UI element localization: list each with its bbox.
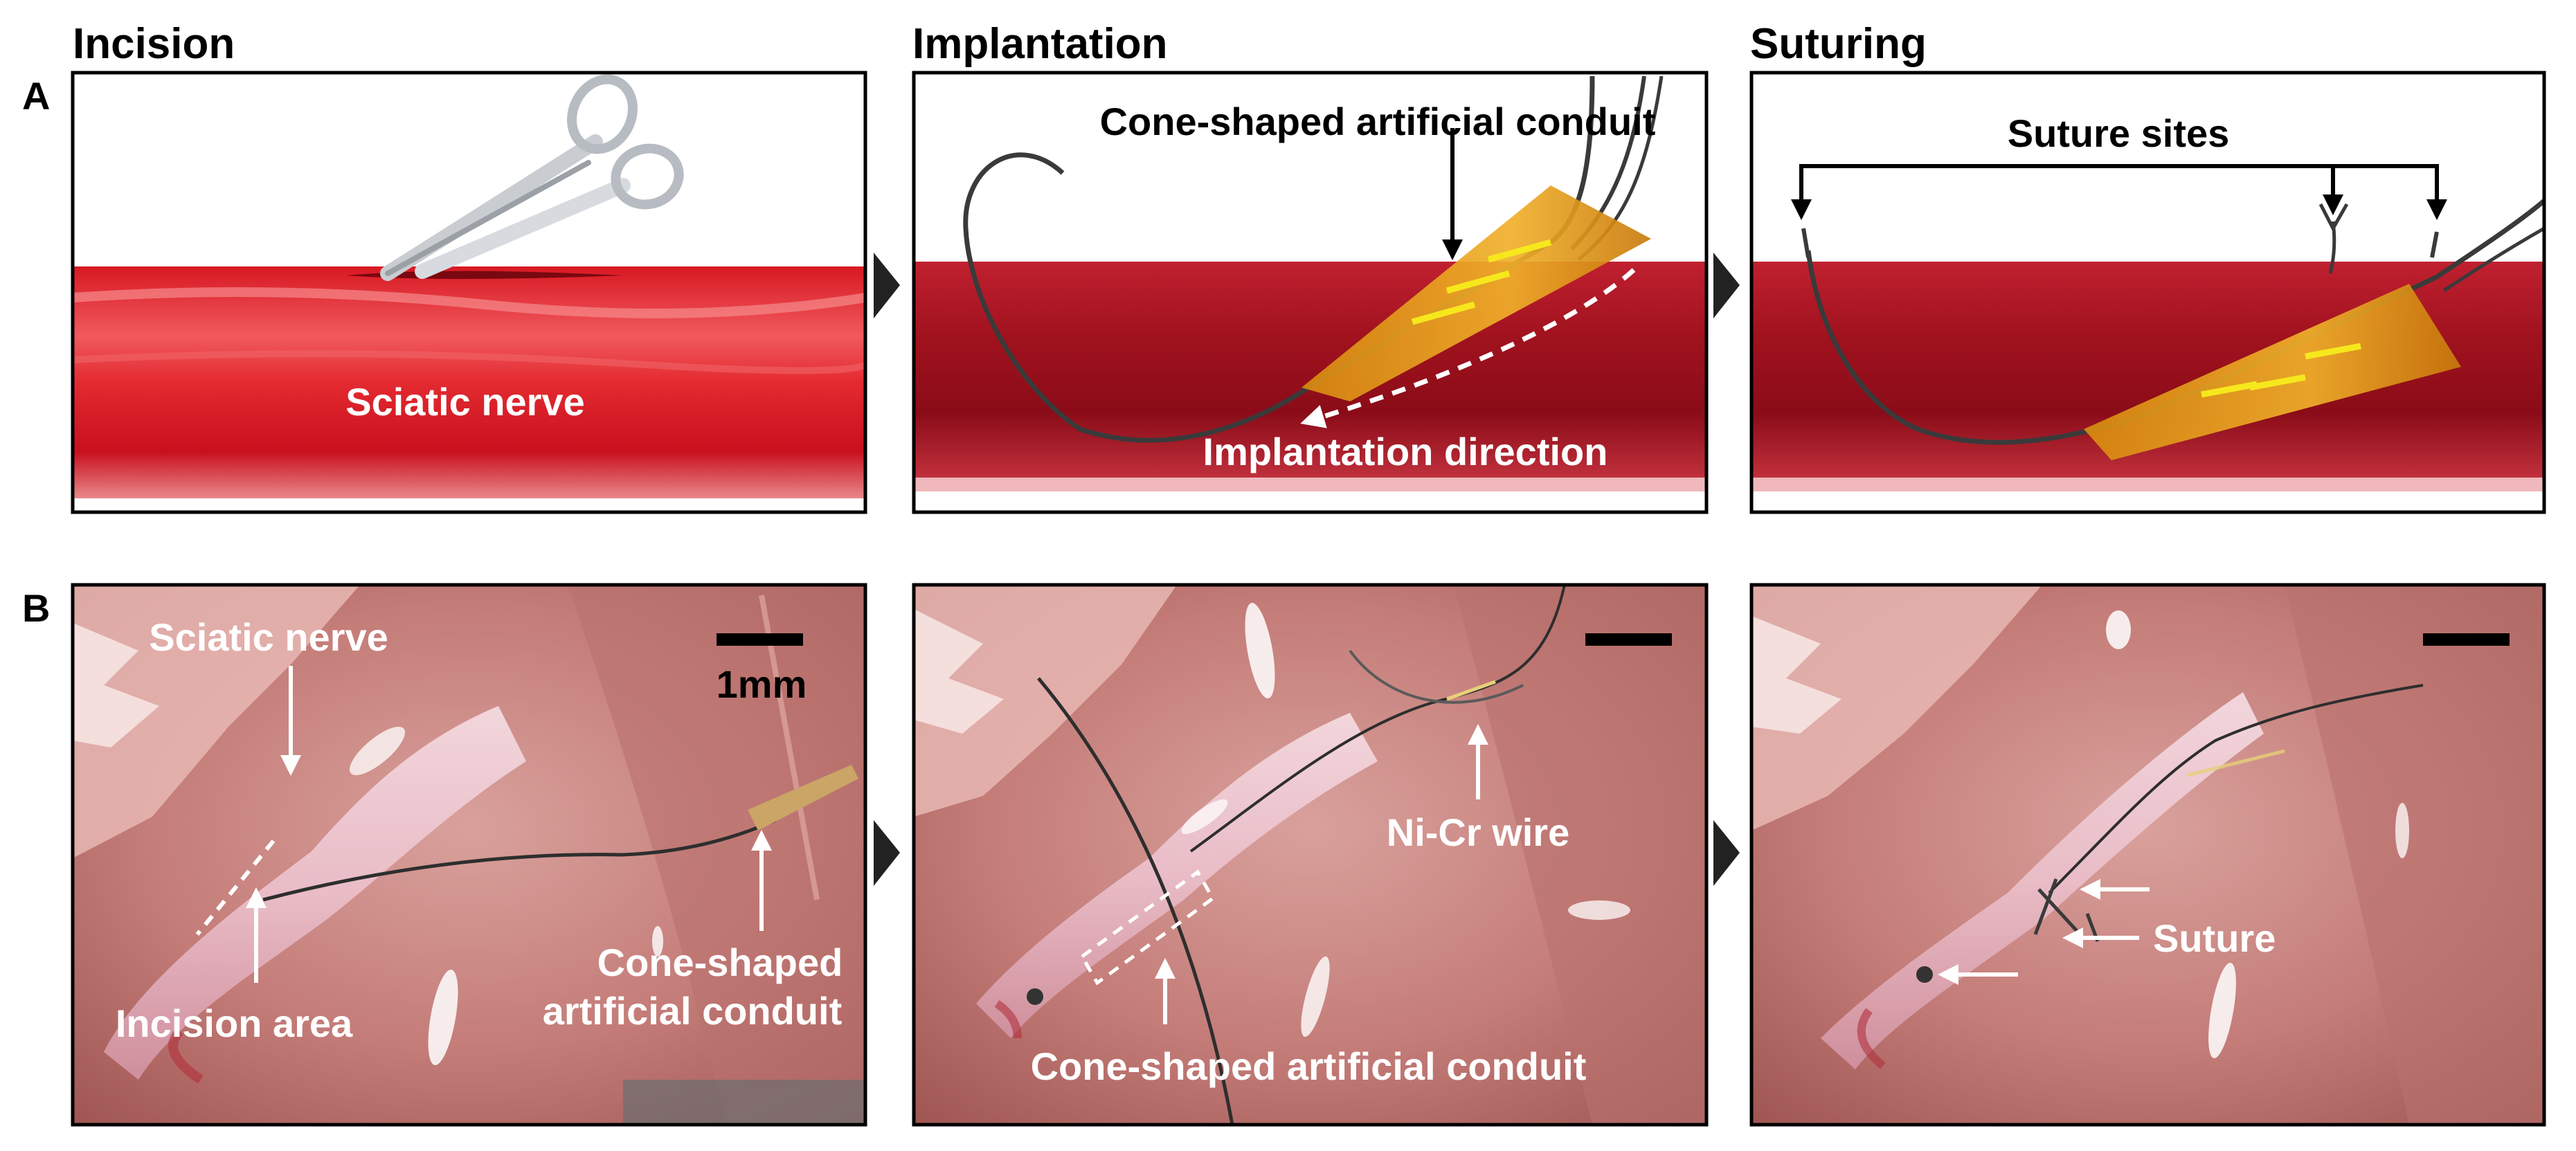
column-title-incision: Incision xyxy=(73,20,235,68)
panel-frame-a2 xyxy=(912,71,1709,514)
scale-bar xyxy=(1585,633,1672,646)
column-title-suturing: Suturing xyxy=(1750,20,1927,68)
scale-bar xyxy=(2423,633,2510,646)
nerve-photo xyxy=(976,713,1378,1038)
label-suture: Suture xyxy=(2153,916,2276,960)
photo-suturing: Suture xyxy=(1751,585,2544,1125)
row-label-b: B xyxy=(22,586,50,630)
label-cone-conduit-photo-line1: Cone-shaped xyxy=(597,941,843,984)
label-cone-conduit-schematic: Cone-shaped artificial conduit xyxy=(1100,100,1656,143)
label-sciatic-nerve-photo: Sciatic nerve xyxy=(149,615,388,659)
label-implantation-direction: Implantation direction xyxy=(1203,430,1608,473)
row-label-a: A xyxy=(22,74,50,118)
schematic-implantation: Cone-shaped artificial conduit Implantat… xyxy=(914,73,1706,512)
label-cone-conduit-photo-line2: artificial conduit xyxy=(543,989,843,1033)
label-incision-area: Incision area xyxy=(116,1002,353,1045)
cone-conduit-shape xyxy=(1301,185,1651,401)
panel-frame-b2 xyxy=(912,583,1709,1127)
panel-frame-a3 xyxy=(1749,71,2546,514)
schematic-incision: Sciatic nerve xyxy=(73,73,865,512)
column-title-implantation: Implantation xyxy=(912,20,1168,68)
label-scale-1mm: 1mm xyxy=(717,662,807,706)
scissors-icon xyxy=(380,74,684,281)
schematic-suturing: Suture sites xyxy=(1751,73,2544,512)
nerve-shape xyxy=(914,262,1706,478)
step-arrow-b2 xyxy=(1713,820,1740,886)
photo-incision: 1mm Sciatic nerve Incision area Cone-sha… xyxy=(73,585,865,1125)
label-suture-sites: Suture sites xyxy=(2008,111,2230,155)
scale-bar xyxy=(717,633,803,646)
wire-path xyxy=(1805,199,2544,445)
label-sciatic-nerve-schematic: Sciatic nerve xyxy=(345,380,585,424)
panel-frame-a1 xyxy=(71,71,867,514)
cone-conduit-shape xyxy=(2084,284,2461,460)
step-arrow-a2 xyxy=(1713,253,1740,318)
panel-frame-b3 xyxy=(1749,583,2546,1127)
photo-implantation: Ni-Cr wire Cone-shaped artificial condui… xyxy=(914,585,1706,1125)
label-ni-cr-wire: Ni-Cr wire xyxy=(1387,810,1570,854)
panel-frame-b1 xyxy=(71,583,867,1127)
step-arrow-b1 xyxy=(874,820,900,886)
step-arrow-a1 xyxy=(874,253,900,318)
nerve-photo xyxy=(104,706,526,1080)
label-cone-conduit-photo: Cone-shaped artificial conduit xyxy=(1031,1044,1587,1088)
